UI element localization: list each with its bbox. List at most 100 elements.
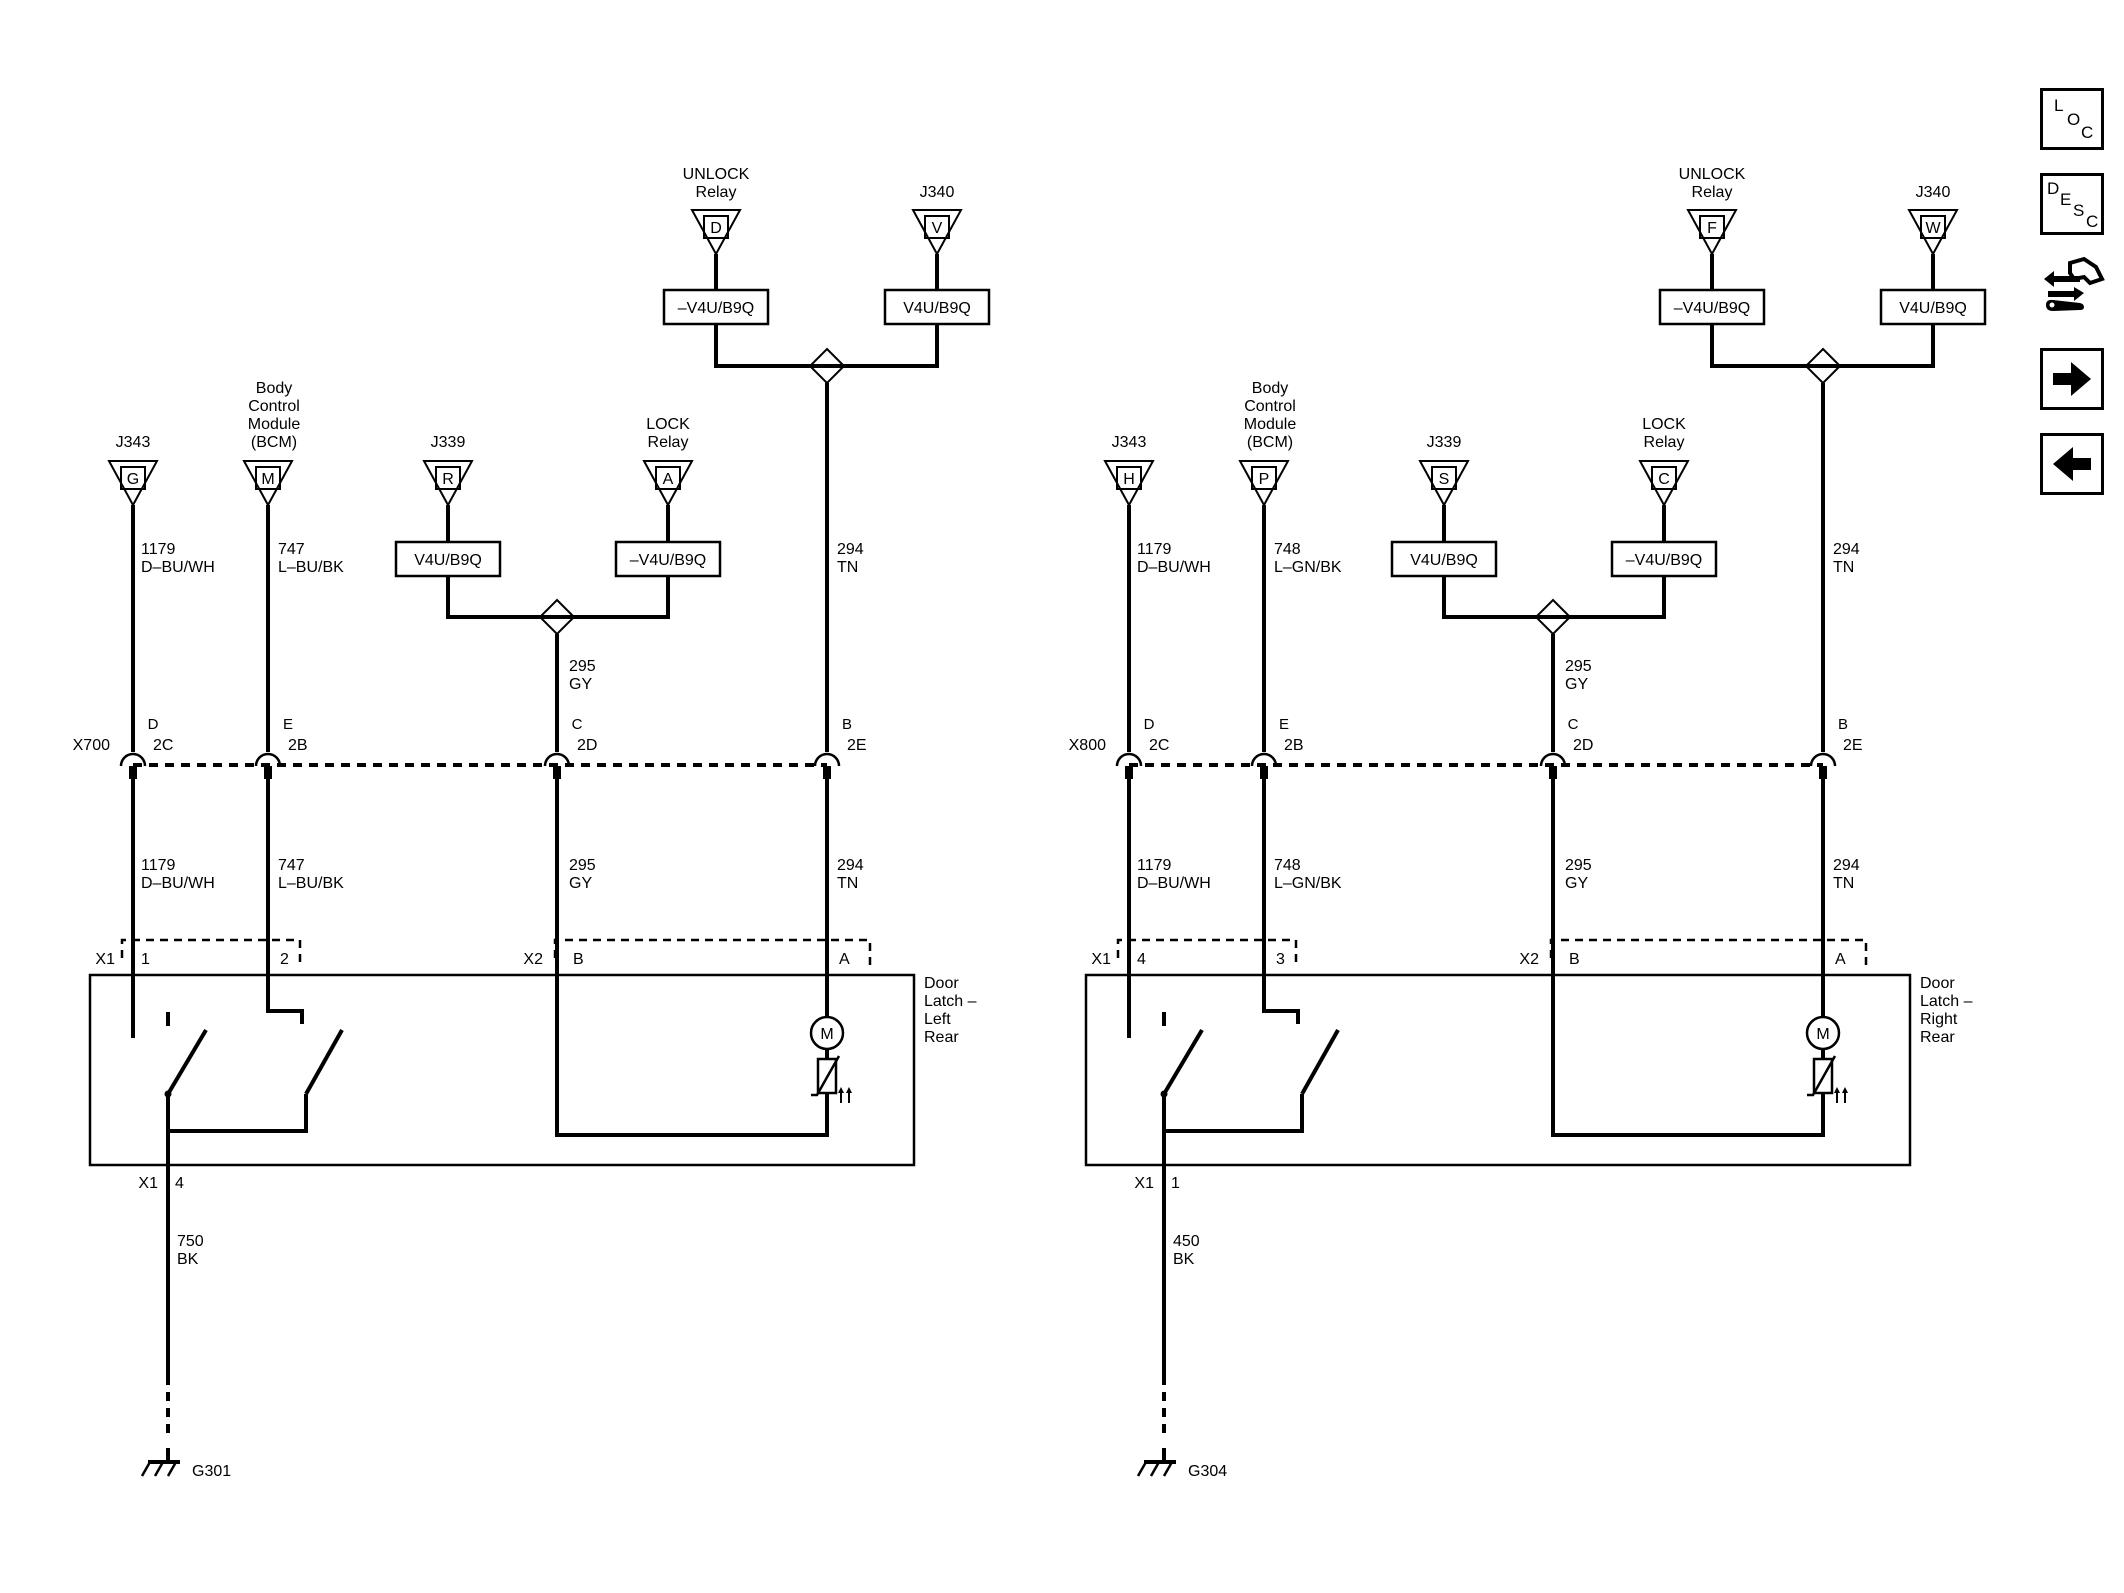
inline-pin-cavity: 2E (1843, 737, 1863, 754)
bcm-pin-box (255, 466, 281, 490)
j339-pin-box (435, 466, 461, 490)
bcm-label-line: (BCM) (1247, 434, 1293, 451)
door-latch-label-line: Rear (1920, 1029, 1955, 1046)
j343-label: J343 (116, 434, 151, 451)
lock-relay-label-line: Relay (648, 434, 689, 451)
x1-pin: 2 (280, 951, 289, 968)
j343-pin: G (127, 471, 139, 488)
wire-295-number-lower: 295 (569, 857, 596, 874)
next-button[interactable] (2040, 348, 2104, 410)
previous-button[interactable] (2040, 433, 2104, 495)
bcm-pin: P (1259, 471, 1270, 488)
unlock-splice-wire (1710, 324, 1935, 368)
wire-bcm-number: 748 (1274, 541, 1301, 558)
wire-1179-number-lower: 1179 (141, 857, 176, 874)
unlock-option-box (1658, 288, 1766, 326)
unlock-relay-label-line: UNLOCK (1679, 166, 1746, 183)
bcm-pin-box (1251, 466, 1277, 490)
j339-pin: S (1439, 471, 1450, 488)
door-latch-label-line: Door (924, 975, 959, 992)
j343-pin: H (1123, 471, 1135, 488)
connector-wrench-icon (2044, 256, 2105, 311)
ptc-resistor (816, 1057, 838, 1095)
lock-relay-label-line: LOCK (1642, 416, 1686, 433)
wire-294-number: 294 (837, 541, 864, 558)
ground-wire-color: BK (177, 1251, 199, 1268)
ground-hatch (166, 1461, 178, 1477)
inline-pin-cavity: 2B (1284, 737, 1304, 754)
switch-junction-dot (1160, 1090, 1168, 1098)
wire-bcm-number-lower: 748 (1274, 857, 1301, 874)
door-latch-label-line: Door (1920, 975, 1955, 992)
j340-option-label: V4U/B9Q (1899, 300, 1967, 317)
inline-connector-name: X700 (73, 737, 110, 754)
inline-pin-letter: D (148, 716, 159, 733)
description-button[interactable]: D E S C (2040, 173, 2104, 235)
wire-1179-number: 1179 (1137, 541, 1172, 558)
wire-295-number: 295 (1565, 658, 1592, 675)
wire-1179-number: 1179 (141, 541, 176, 558)
inline-pin-letter: D (1144, 716, 1155, 733)
motor-return-wire (555, 958, 829, 1137)
inline-pin-cavity: 2E (847, 737, 867, 754)
wire-294-color: TN (837, 559, 858, 576)
inline-connector-socket (1115, 752, 1143, 767)
wire-1179-number-lower: 1179 (1137, 857, 1172, 874)
lock-relay-pin-box (655, 466, 681, 490)
lock-relay-pin: C (1658, 471, 1670, 488)
arrow-right-icon (2053, 362, 2091, 396)
inline-pin-cavity: 2B (288, 737, 308, 754)
j340-label: J340 (1916, 184, 1951, 201)
lock-relay-pin: A (663, 471, 674, 488)
inline-connector-socket (813, 752, 841, 767)
wire-294-number-lower: 294 (837, 857, 864, 874)
wire-bcm-color-lower: L–BU/BK (278, 875, 344, 892)
inline-connector-pin (1549, 766, 1557, 779)
switch-common-bus (1162, 1094, 1304, 1133)
wire-295-number: 295 (569, 658, 596, 675)
inline-pin-letter: B (842, 716, 852, 733)
x1-connector-outline (120, 938, 302, 968)
connector-pinout-button[interactable] (2040, 253, 2106, 315)
inline-connector-pin (823, 766, 831, 779)
wire-bcm-color: L–BU/BK (278, 559, 344, 576)
desc-letter-s: S (2073, 201, 2085, 220)
bcm-pin: M (261, 471, 274, 488)
wire-295-color: GY (569, 676, 592, 693)
j340-pin-box (1920, 215, 1946, 239)
switch-2-blade (1300, 1029, 1340, 1095)
wire-294-color-lower: TN (837, 875, 858, 892)
ground-hatch (1149, 1461, 1161, 1477)
inline-connector-socket (543, 752, 571, 767)
loc-letter-l: L (2054, 96, 2064, 115)
j340-label: J340 (920, 184, 955, 201)
switch-2-contact (266, 958, 304, 1024)
inline-connector-socket (254, 752, 282, 767)
wire-1179-color-lower: D–BU/WH (1137, 875, 1211, 892)
location-button[interactable]: L O C (2040, 88, 2104, 150)
wire-294-color-lower: TN (1833, 875, 1854, 892)
ground-connector-pin: 1 (1171, 1175, 1180, 1192)
unlock-relay-label-line: Relay (1692, 184, 1733, 201)
inline-connector-socket (1250, 752, 1278, 767)
x1-connector-name: X1 (95, 951, 115, 968)
inline-connector-socket (119, 752, 147, 767)
j339-option-box (394, 540, 502, 578)
j339-pin: R (442, 471, 454, 488)
ground-label: G304 (1188, 1463, 1227, 1480)
x2-connector-outline (1549, 938, 1868, 968)
unlock-relay-label-line: Relay (696, 184, 737, 201)
unlock-splice-wire (714, 324, 939, 368)
unlock-option-label: –V4U/B9Q (1674, 300, 1750, 317)
inline-pin-cavity: 2D (1573, 737, 1593, 754)
bcm-label-line: Control (1244, 398, 1296, 415)
door-latch-component (88, 973, 916, 1167)
inline-pin-letter: E (1279, 716, 1289, 733)
switch-1-blade (166, 1028, 208, 1096)
inline-connector-pin (553, 766, 561, 779)
x2-pin: B (573, 951, 584, 968)
j339-pin-box (1431, 466, 1457, 490)
right-rear-door-latch-circuit: J343HBodyControlModule(BCM)PJ339SLOCKRel… (1069, 166, 1987, 1480)
ptc-arrow-1-head (838, 1087, 844, 1093)
